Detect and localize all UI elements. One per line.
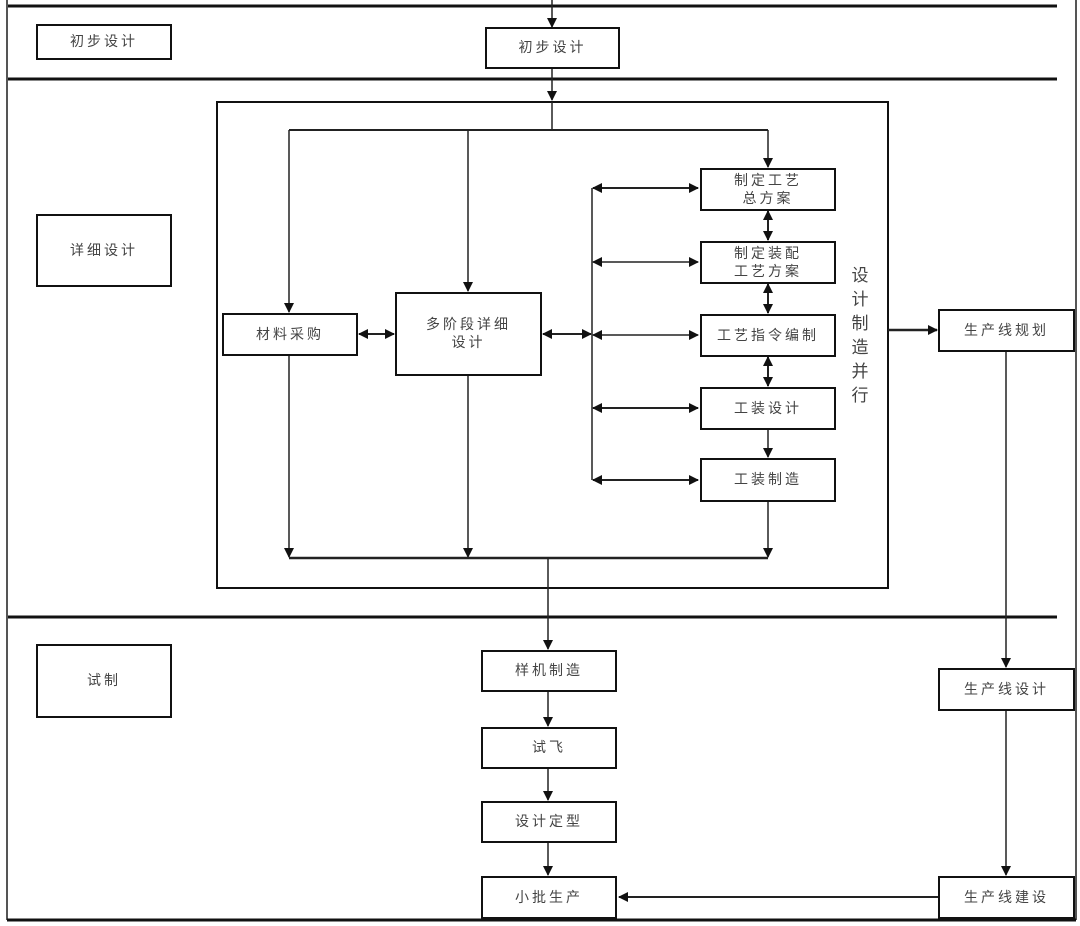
node-text: 工装制造 — [734, 472, 802, 488]
node-process-plan: 制定工艺总方案 — [700, 168, 836, 211]
concurrent-label-char: 制 — [851, 314, 869, 334]
node-process-instruction: 工艺指令编制 — [700, 314, 836, 357]
node-text: 样机制造 — [515, 663, 583, 679]
node-text: 试飞 — [532, 740, 566, 756]
node-text: 工装设计 — [734, 400, 802, 417]
node-text: 总方案 — [742, 190, 794, 207]
node-design-finalize: 设计定型 — [481, 801, 617, 843]
node-material-purchase: 材料采购 — [222, 313, 358, 356]
node-tooling-manufacture: 工装制造 — [700, 458, 836, 502]
concurrent-label-char: 设 — [851, 266, 869, 286]
node-tooling-design: 工装设计 — [700, 387, 836, 430]
concurrent-label: 设 计 制 造 并 行 — [850, 264, 870, 408]
node-text: 设计 — [451, 335, 486, 351]
node-text: 材料采购 — [256, 326, 324, 343]
node-text: 多阶段详细 — [426, 317, 511, 333]
concurrent-label-char: 并 — [851, 362, 869, 382]
node-text: 小批生产 — [515, 889, 583, 906]
node-small-batch: 小批生产 — [481, 876, 617, 919]
node-text: 生产线规划 — [964, 322, 1049, 339]
node-assembly-plan: 制定装配工艺方案 — [700, 241, 836, 284]
concurrent-label-char: 行 — [851, 386, 869, 406]
node-multi-stage-design: 多阶段详细设计 — [395, 292, 542, 376]
node-text: 设计定型 — [515, 814, 583, 830]
node-test-flight: 试飞 — [481, 727, 617, 769]
node-line-build: 生产线建设 — [938, 876, 1075, 919]
node-prelim-design: 初步设计 — [485, 27, 620, 69]
node-text: 生产线设计 — [964, 681, 1049, 698]
node-text: 生产线建设 — [964, 889, 1049, 906]
stage-label-text: 初步设计 — [70, 34, 138, 50]
stage-label-text: 详细设计 — [70, 242, 138, 259]
node-text: 初步设计 — [518, 40, 587, 56]
node-text: 制定装配 — [734, 245, 802, 262]
concurrent-label-char: 造 — [851, 338, 869, 358]
stage-label-trial: 试制 — [36, 644, 172, 718]
node-line-design: 生产线设计 — [938, 668, 1075, 711]
node-text: 制定工艺 — [734, 172, 802, 189]
node-text: 工艺方案 — [734, 263, 802, 280]
stage-label-detailed: 详细设计 — [36, 214, 172, 287]
node-prototype: 样机制造 — [481, 650, 617, 692]
stage-label-preliminary: 初步设计 — [36, 24, 172, 60]
node-line-planning: 生产线规划 — [938, 309, 1075, 352]
stage-label-text: 试制 — [87, 673, 121, 689]
node-text: 工艺指令编制 — [717, 327, 819, 344]
concurrent-label-char: 计 — [851, 290, 869, 310]
